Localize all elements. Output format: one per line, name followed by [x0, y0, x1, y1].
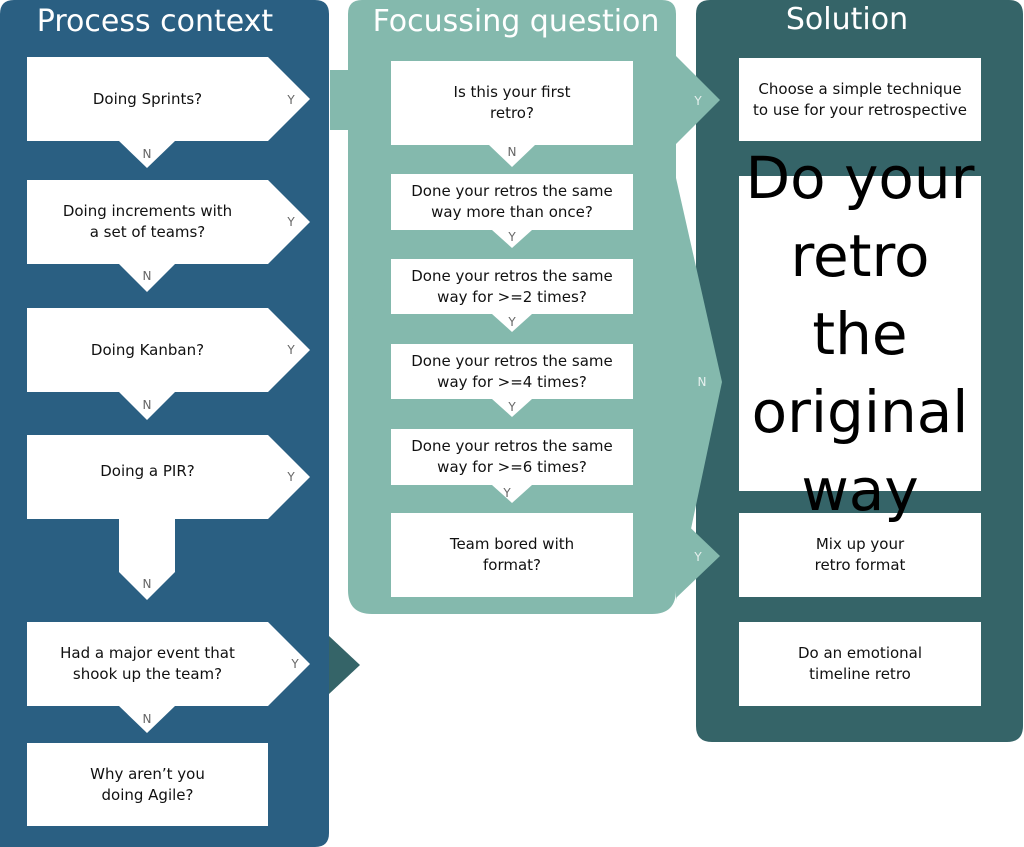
- focussing-question-title: Focussing question: [372, 4, 660, 39]
- question-box-six-times: [391, 429, 633, 503]
- process-box-sprints: [27, 57, 310, 168]
- question-box-four-times: [391, 344, 633, 417]
- solution-box-simple-technique: [739, 58, 981, 141]
- process-box-pir: [27, 435, 310, 600]
- edge-label-major-event-yes: Y: [291, 657, 299, 671]
- process-box-not-agile: [27, 743, 268, 826]
- edge-label-major-event-no: N: [142, 712, 152, 726]
- edge-label-more-than-once-yes: Y: [508, 230, 516, 244]
- connector-arrow-repeat-no: [676, 178, 722, 600]
- solution-mix-up: Mix up your retro format: [814, 535, 906, 574]
- edge-label-increments-yes: Y: [287, 215, 295, 229]
- question-six-times: Done your retros the same way for >=6 ti…: [411, 437, 613, 476]
- solution-box-emotional-timeline: [739, 622, 981, 706]
- question-first-retro: Is this your first retro?: [453, 83, 571, 122]
- question-bored: Team bored with format?: [449, 535, 575, 574]
- edge-label-kanban-no: N: [142, 398, 152, 412]
- edge-label-sprints-yes: Y: [287, 93, 295, 107]
- solution-simple-technique: Choose a simple technique to use for you…: [753, 79, 967, 119]
- process-step-increments: Doing increments with a set of teams?: [62, 202, 233, 241]
- connector-arrow-bored-yes: [676, 514, 720, 598]
- question-box-bored: [391, 513, 633, 597]
- connector-arrow-increments-to-question: [348, 250, 386, 323]
- process-step-pir: Doing a PIR?: [100, 461, 195, 480]
- process-box-increments: [27, 180, 310, 292]
- process-step-sprints: Doing Sprints?: [92, 89, 203, 108]
- edge-label-first-retro-yes: Y: [694, 94, 702, 108]
- solution-emotional-timeline: Do an emotional timeline retro: [797, 644, 923, 683]
- connector-arrow-major-event-yes: [329, 636, 360, 694]
- process-step-major-event: Had a major event that shook up the team…: [60, 644, 235, 683]
- edge-label-pir-no: N: [142, 577, 152, 591]
- connector-arrow-sprints-to-question: [330, 70, 348, 130]
- question-more-than-once: Done your retros the same way more than …: [411, 182, 613, 221]
- edge-label-two-times-yes: Y: [508, 315, 516, 329]
- edge-label-six-times-yes: Y: [503, 486, 511, 500]
- edge-label-first-retro-no: N: [507, 145, 517, 159]
- process-box-major-event: [27, 622, 310, 733]
- question-four-times: Done your retros the same way for >=4 ti…: [411, 351, 613, 391]
- solution-box-original-way: [739, 176, 981, 491]
- edge-label-pir-yes: Y: [287, 470, 295, 484]
- solution-original-way: Do your retro the original way: [745, 143, 975, 524]
- question-two-times: Done your retros the same way for >=2 ti…: [411, 266, 613, 306]
- edge-label-four-times-yes: Y: [508, 400, 516, 414]
- process-step-kanban: Doing Kanban?: [90, 340, 205, 359]
- edge-label-kanban-yes: Y: [287, 343, 295, 357]
- process-context-title: Process context: [36, 4, 274, 39]
- question-box-first-retro: [391, 61, 633, 167]
- solution-title: Solution: [785, 2, 909, 37]
- process-box-kanban: [27, 308, 310, 420]
- edge-label-increments-no: N: [142, 269, 152, 283]
- connector-arrow-first-retro-yes: [676, 56, 720, 144]
- edge-label-sprints-no: N: [142, 147, 152, 161]
- solution-box-mix-up: [739, 513, 981, 597]
- question-box-more-than-once: [391, 174, 633, 248]
- edge-label-bored-yes: Y: [694, 550, 702, 564]
- process-step-not-agile: Why aren’t you doing Agile?: [90, 764, 205, 804]
- edge-label-original-way-no: N: [697, 375, 707, 389]
- question-box-two-times: [391, 259, 633, 332]
